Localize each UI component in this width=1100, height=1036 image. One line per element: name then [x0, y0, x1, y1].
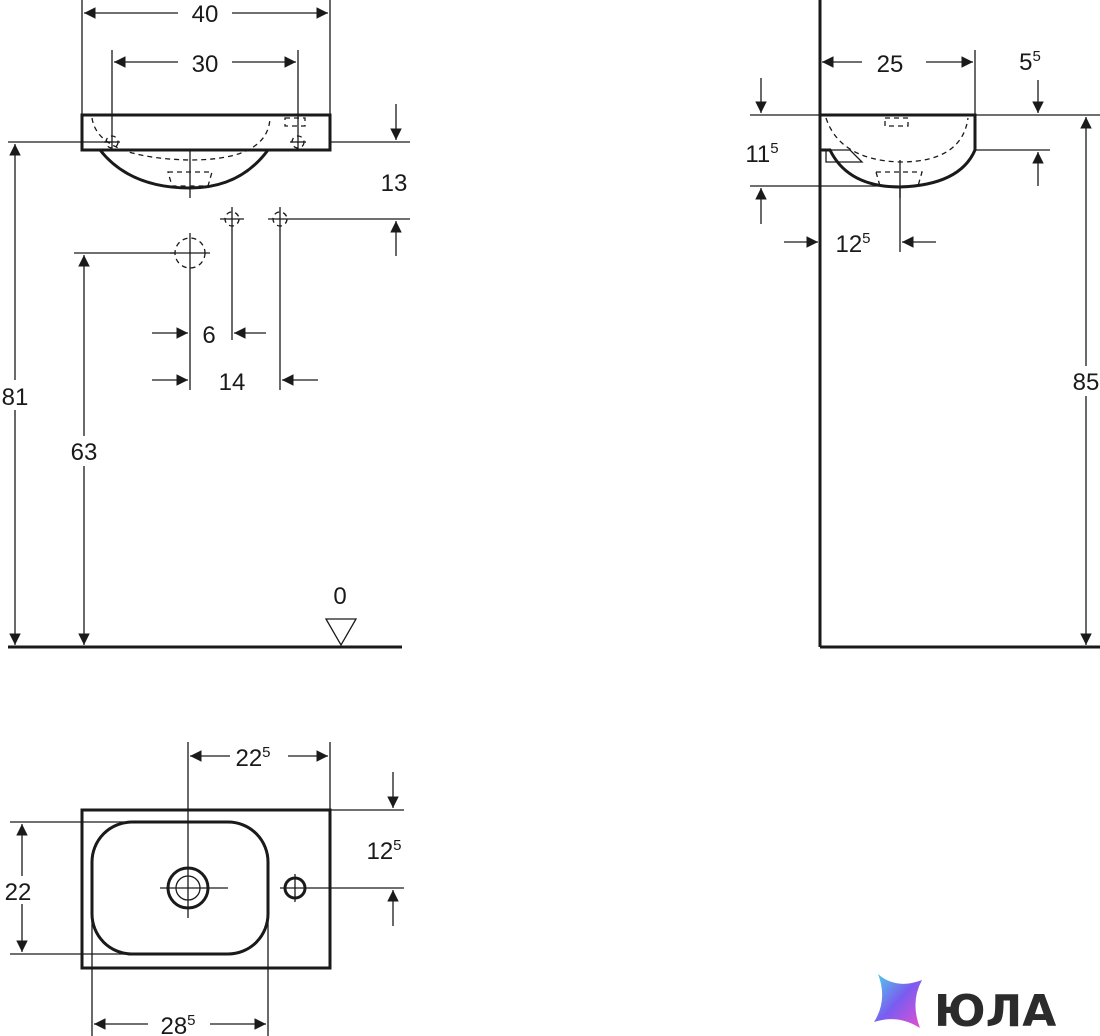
- dim-tap-hole-offset-main: 12: [366, 838, 393, 865]
- dim-overhang: 55: [1019, 48, 1041, 76]
- dim-bowl-width: 285: [160, 1012, 195, 1036]
- dim-height-total: 85: [1073, 369, 1100, 396]
- floor-level-marker: [324, 618, 358, 647]
- dim-top-depth: 22: [5, 879, 32, 906]
- dim-tap-hole-offset-sup: 5: [393, 837, 401, 854]
- dim-bowl-height-sup: 5: [770, 140, 778, 157]
- dim-height-rim: 81: [2, 384, 29, 411]
- dim-waste-position-main: 22: [235, 745, 262, 772]
- dim-bowl-height-main: 11: [745, 141, 770, 168]
- side-view: 25 55 115 125 85: [745, 0, 1100, 649]
- front-view: 0: [0, 0, 410, 649]
- supply-point-left: [220, 207, 244, 340]
- dim-waste-offset: 125: [835, 230, 870, 258]
- brand-logo-text: ЮЛА: [934, 986, 1056, 1036]
- dim-width-total: 40: [192, 1, 219, 28]
- dim-rim-to-outlet: 13: [381, 170, 408, 197]
- dim-offset-large: 14: [219, 369, 246, 396]
- dim-bowl-width-sup: 5: [187, 1012, 195, 1029]
- waste-outlet-top: [160, 860, 228, 918]
- dim-depth: 25: [877, 51, 904, 78]
- bowl-outline-top: [90, 820, 270, 956]
- basin-outline-top: [80, 808, 332, 970]
- dim-waste-position: 225: [235, 744, 270, 772]
- dim-overhang-main: 5: [1019, 49, 1032, 76]
- dim-tap-spacing: 30: [192, 51, 219, 78]
- waste-outlet-symbol: [170, 233, 210, 390]
- basin-front: [80, 113, 332, 198]
- brand-logo: ЮЛА: [874, 974, 1056, 1036]
- dim-tap-hole-offset: 125: [366, 837, 401, 865]
- floor-level-label: 0: [333, 583, 346, 610]
- dim-bowl-height: 115: [745, 140, 778, 168]
- dim-waste-position-sup: 5: [262, 744, 270, 761]
- dim-height-waste: 63: [71, 439, 98, 466]
- top-view: 225 125 22 285: [0, 742, 404, 1036]
- supply-point-right: [268, 207, 410, 390]
- tap-hole-top: [280, 874, 404, 902]
- dim-waste-offset-main: 12: [835, 231, 862, 258]
- brand-logo-icon: [874, 974, 922, 1028]
- dim-bowl-width-main: 28: [160, 1013, 187, 1036]
- dim-overhang-sup: 5: [1033, 48, 1041, 65]
- dim-offset-small: 6: [202, 322, 215, 349]
- dim-waste-offset-sup: 5: [862, 230, 870, 247]
